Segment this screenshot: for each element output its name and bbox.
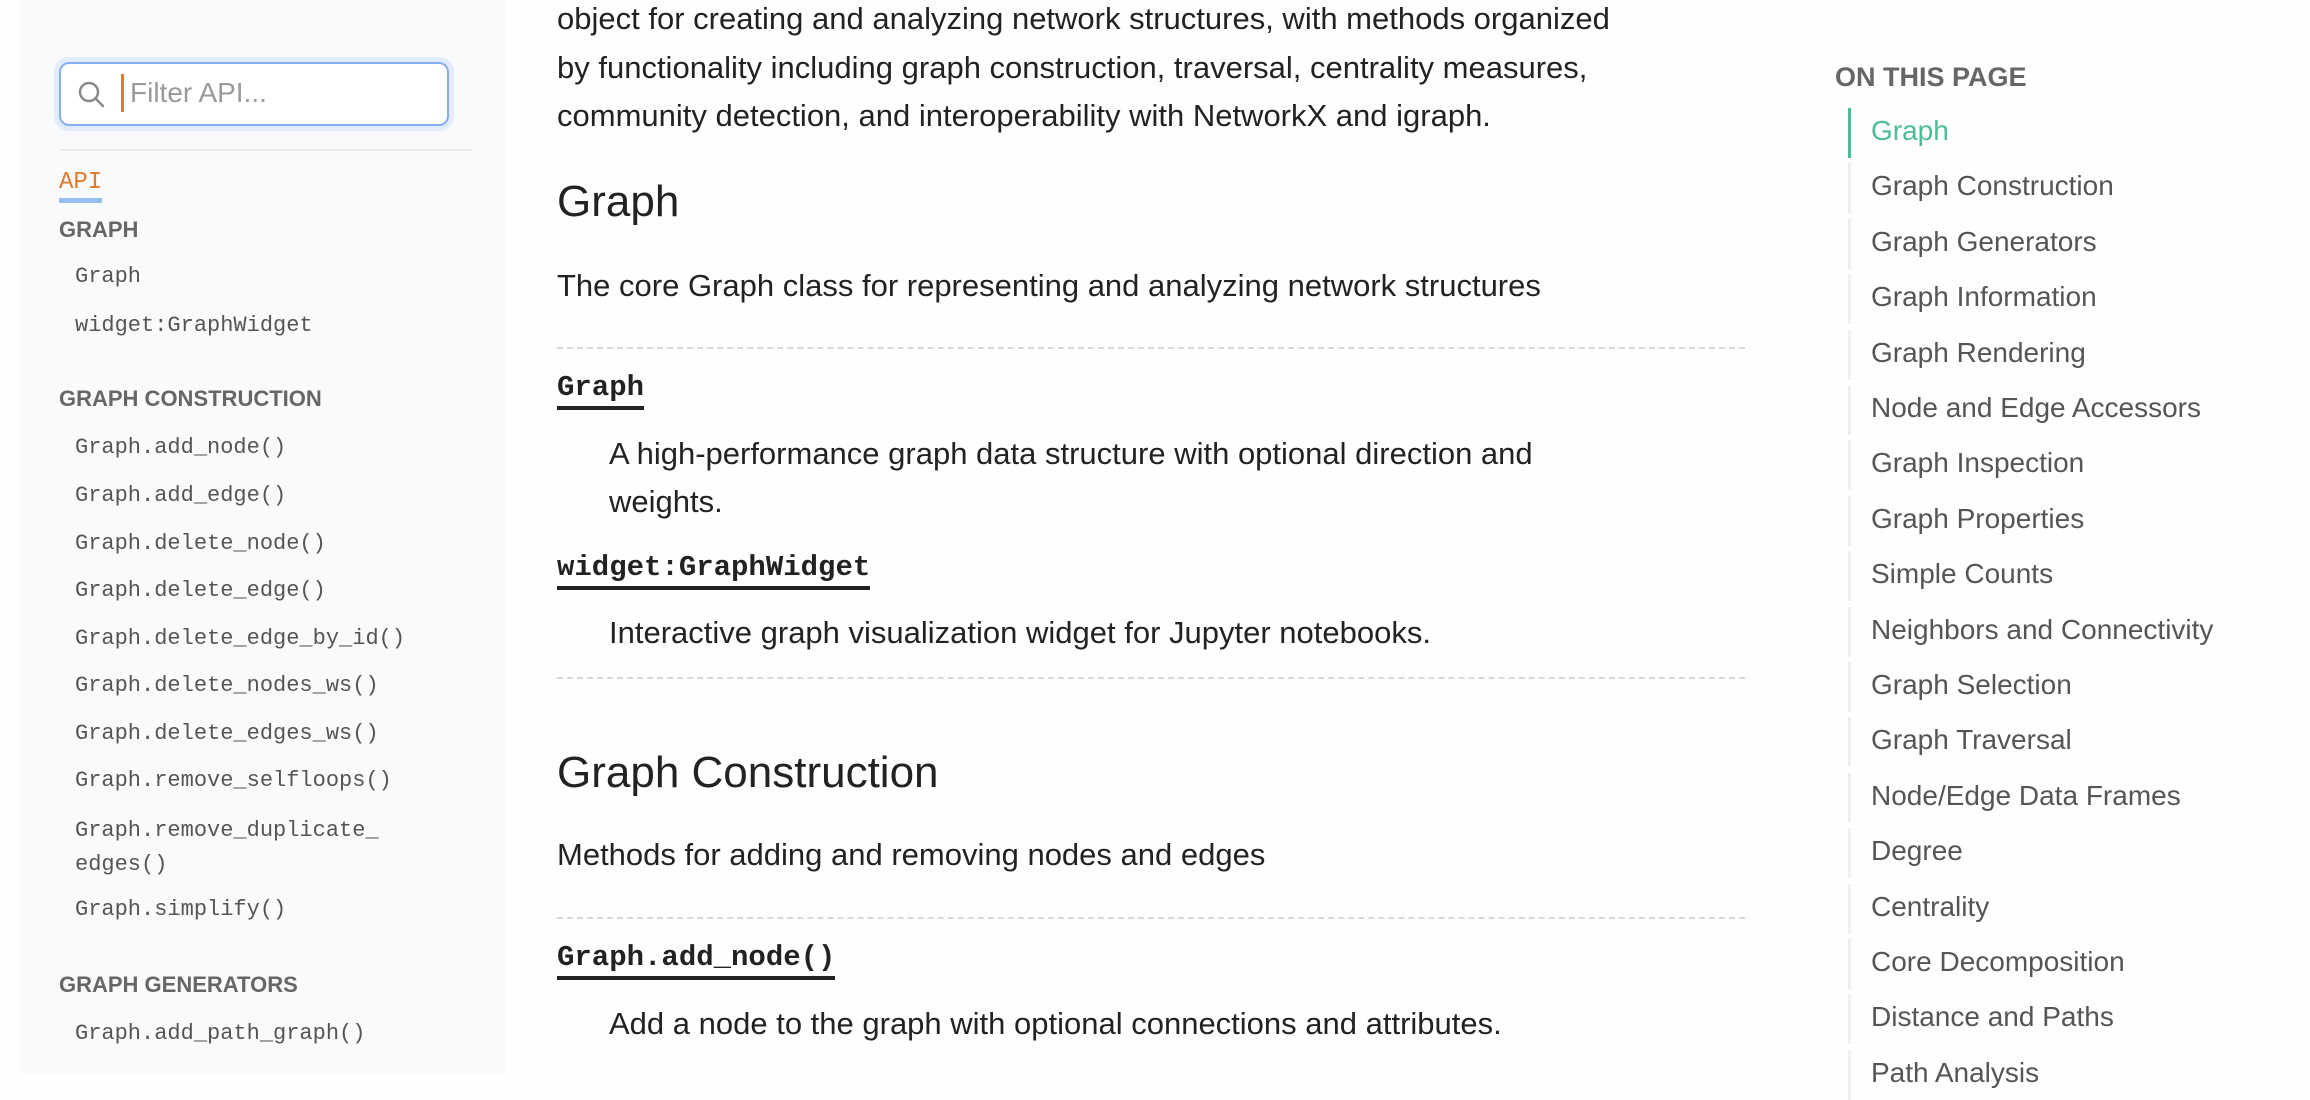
toc-indicator: [1848, 108, 1851, 158]
api-entry-description: Add a node to the graph with optional co…: [609, 1006, 1502, 1041]
toc-indicator: [1848, 329, 1851, 380]
sidebar-item[interactable]: Graph.add_node(): [75, 435, 287, 460]
toc-item[interactable]: Graph Traversal: [1871, 724, 2072, 756]
sidebar-item[interactable]: Graph.add_path_graph(): [75, 1021, 366, 1046]
toc-indicator: [1848, 551, 1851, 602]
toc-indicator: [1848, 717, 1851, 768]
toc-item[interactable]: Path Analysis: [1871, 1056, 2040, 1088]
dashed-divider: [557, 347, 1745, 349]
toc-item[interactable]: Graph Inspection: [1871, 447, 2085, 479]
api-entry-description: Interactive graph visualization widget f…: [609, 615, 1431, 650]
sidebar-item[interactable]: Graph.add_edge(): [75, 483, 287, 508]
toc-indicator: [1848, 1049, 1851, 1100]
toc-indicator: [1848, 163, 1851, 214]
api-entry-link[interactable]: Graph: [557, 370, 645, 410]
section-description: Methods for adding and removing nodes an…: [557, 837, 1266, 872]
toc-indicator: [1848, 440, 1851, 491]
toc-item[interactable]: Graph Selection: [1871, 669, 2072, 700]
dashed-divider: [557, 677, 1745, 679]
section-heading: Graph: [557, 177, 680, 226]
toc-heading: ON THIS PAGE: [1835, 62, 2027, 92]
toc-indicator: [1848, 662, 1851, 712]
toc-item[interactable]: Centrality: [1871, 890, 1990, 922]
sidebar-item[interactable]: Graph.delete_edge_by_id(): [75, 626, 406, 651]
toc-item[interactable]: Node and Edge Accessors: [1871, 392, 2201, 423]
toc-item[interactable]: Graph Construction: [1871, 170, 2114, 202]
api-entry-description: A high-performance graph data structure …: [609, 436, 1533, 471]
toc-item[interactable]: Degree: [1871, 835, 1963, 867]
toc-item[interactable]: Graph: [1871, 115, 1949, 146]
toc-indicator: [1848, 994, 1851, 1045]
api-entry-link[interactable]: Graph.add_node(): [557, 940, 836, 980]
toc-indicator: [1848, 385, 1851, 435]
sidebar-item[interactable]: widget:GraphWidget: [75, 313, 313, 338]
sidebar-item[interactable]: Graph.delete_edges_ws(): [75, 721, 379, 746]
toc-item[interactable]: Graph Rendering: [1871, 336, 2086, 368]
dashed-divider: [557, 917, 1745, 919]
intro-text: by functionality including graph constru…: [557, 50, 1588, 85]
section-description: The core Graph class for representing an…: [557, 268, 1541, 303]
sidebar-api-link[interactable]: API: [59, 168, 103, 203]
filter-api-search[interactable]: [59, 62, 449, 126]
api-sidebar: [20, 0, 505, 1074]
api-entry-description: weights.: [609, 484, 723, 519]
sidebar-item[interactable]: Graph.remove_selfloops(): [75, 768, 392, 793]
filter-api-input[interactable]: [121, 74, 430, 112]
toc-item[interactable]: Graph Properties: [1871, 502, 2085, 534]
toc-indicator: [1848, 495, 1851, 546]
sidebar-item[interactable]: Graph.simplify(): [75, 897, 287, 922]
toc-indicator: [1848, 772, 1851, 823]
toc-item[interactable]: Simple Counts: [1871, 558, 2054, 590]
toc-item[interactable]: Neighbors and Connectivity: [1871, 613, 2214, 645]
toc-item[interactable]: Graph Generators: [1871, 225, 2097, 257]
sidebar-section-heading: GRAPH GENERATORS: [59, 972, 298, 997]
toc-indicator: [1848, 939, 1851, 989]
toc-indicator: [1848, 606, 1851, 657]
sidebar-section-heading: GRAPH CONSTRUCTION: [59, 386, 322, 411]
sidebar-item[interactable]: Graph.delete_node(): [75, 531, 326, 556]
toc-item[interactable]: Distance and Paths: [1871, 1001, 2114, 1033]
section-heading: Graph Construction: [557, 748, 939, 797]
toc-indicator: [1848, 883, 1851, 934]
sidebar-item[interactable]: Graph: [75, 264, 142, 289]
intro-text: object for creating and analyzing networ…: [557, 1, 1610, 36]
toc-indicator: [1848, 828, 1851, 879]
sidebar-section-heading: GRAPH: [59, 217, 139, 242]
toc-item[interactable]: Graph Information: [1871, 281, 2097, 313]
toc-indicator: [1848, 218, 1851, 269]
toc-indicator: [1848, 274, 1851, 325]
toc-item[interactable]: Node/Edge Data Frames: [1871, 779, 2181, 811]
sidebar-item[interactable]: Graph.delete_edge(): [75, 578, 326, 603]
sidebar-item[interactable]: Graph.delete_nodes_ws(): [75, 673, 379, 698]
api-entry-link[interactable]: widget:GraphWidget: [557, 550, 871, 590]
search-icon: [78, 81, 105, 108]
intro-text: community detection, and interoperabilit…: [557, 98, 1491, 133]
sidebar-item[interactable]: Graph.remove_duplicate_ edges(): [75, 818, 379, 877]
toc-item[interactable]: Core Decomposition: [1871, 946, 2125, 977]
sidebar-divider: [59, 149, 472, 151]
